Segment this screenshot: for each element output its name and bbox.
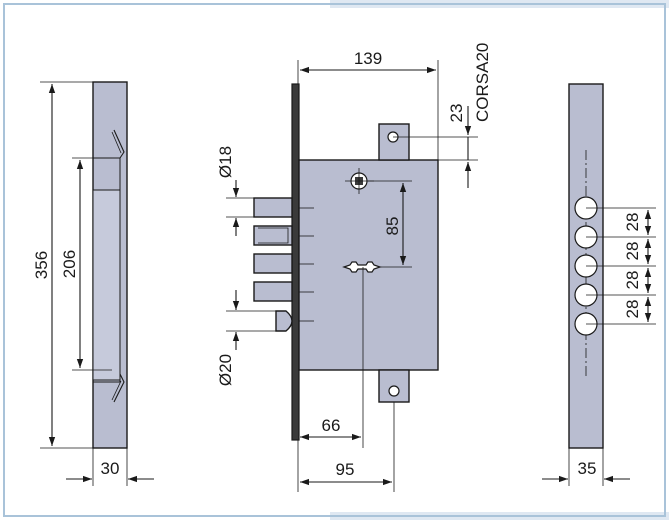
hole-pitch-label-1: 28 [623, 213, 642, 232]
bolt-2 [253, 225, 293, 246]
stroke-label: CORSA20 [473, 43, 492, 122]
dimension-label-30: 30 [101, 459, 120, 478]
lock-body-front-view: 139 CORSA20 23 Ø18 Ø20 85 66 95 [216, 43, 492, 492]
dimension-label-66: 66 [322, 416, 341, 435]
dimension-label-85: 85 [383, 217, 402, 236]
dimension-label-35: 35 [578, 459, 597, 478]
hole-pitch-label-2: 28 [623, 242, 642, 261]
hole-pitch-label-4: 28 [623, 300, 642, 319]
dimension-label-139: 139 [354, 49, 382, 68]
faceplate-side-view: 356 206 30 [32, 81, 154, 486]
frame-border [3, 3, 666, 517]
faceplate-front-view: 28 28 28 28 35 [542, 83, 656, 486]
hole-pitch-label-3: 28 [623, 271, 642, 290]
faceplate-edge [291, 83, 300, 441]
bolt-1 [253, 197, 293, 218]
faceplate-bottom-hook [113, 373, 125, 403]
dimension-label-356: 356 [32, 251, 51, 279]
dimension-label-23: 23 [447, 104, 466, 123]
latch [275, 310, 293, 332]
faceplate-inner-panel [92, 189, 121, 381]
bolt-3 [253, 253, 293, 274]
dimension-label-95: 95 [336, 460, 355, 479]
dimension-label-bolt-diameter: Ø18 [216, 146, 235, 178]
faceplate-top-hook [113, 129, 125, 159]
bottom-tab [378, 369, 410, 403]
bolt-4 [253, 281, 293, 302]
dimension-label-latch-diameter: Ø20 [216, 354, 235, 386]
dimension-label-206: 206 [60, 250, 79, 278]
top-tab [378, 123, 410, 161]
bottom-tab-hole [388, 385, 400, 397]
